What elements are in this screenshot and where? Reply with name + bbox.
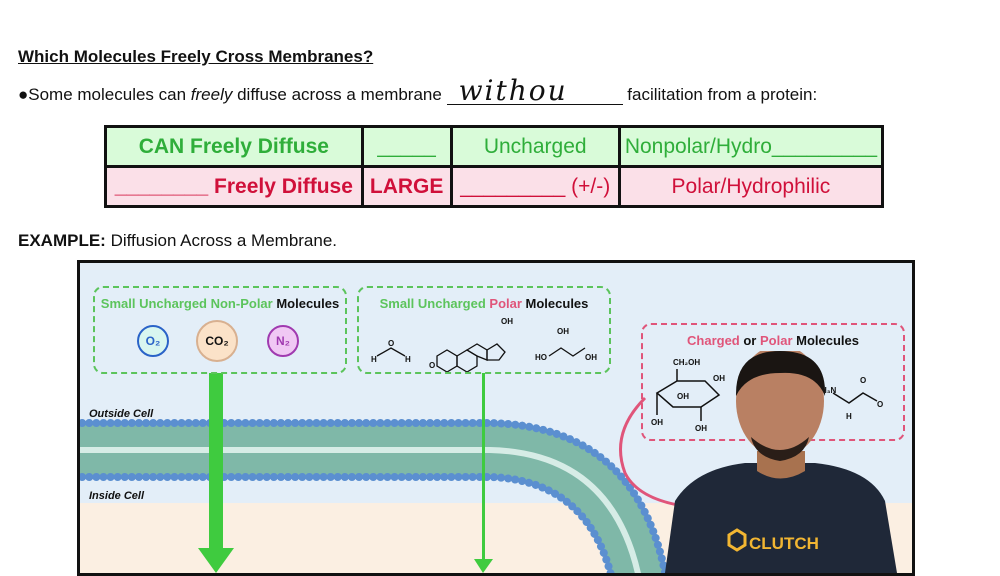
shirt-logo-text: CLUTCH	[749, 534, 819, 553]
oxygen-molecule: O₂	[137, 325, 169, 357]
bullet-suffix: facilitation from a protein:	[622, 85, 818, 104]
svg-text:O: O	[388, 339, 394, 348]
bullet-italic: freely	[190, 85, 233, 104]
lipid-bilayer	[80, 419, 670, 573]
table-cell: Uncharged	[449, 125, 621, 168]
table-cell: LARGE	[360, 165, 453, 208]
svg-text:OH: OH	[651, 418, 663, 427]
handwritten-answer: withou	[458, 74, 568, 107]
svg-text:H: H	[371, 355, 377, 364]
table-row: CAN Freely Diffuse _____ Uncharged Nonpo…	[104, 125, 885, 168]
svg-text:OH: OH	[695, 424, 707, 433]
steroid-structure	[436, 343, 506, 372]
example-text: Diffusion Across a Membrane.	[105, 231, 338, 250]
large-diffusion-arrow	[198, 373, 234, 573]
presenter-beard	[751, 437, 809, 461]
bullet-middle: diffuse across a membrane	[232, 85, 447, 104]
glycerol-structure	[548, 347, 586, 357]
table-cell: _____	[360, 125, 453, 168]
table-cell: _________ (+/-)	[449, 165, 621, 208]
bullet-text: ●Some molecules can freely diffuse acros…	[18, 74, 818, 107]
table-cell: CAN Freely Diffuse	[104, 125, 364, 168]
diffusion-table: CAN Freely Diffuse _____ Uncharged Nonpo…	[104, 125, 885, 208]
example-line: EXAMPLE: Diffusion Across a Membrane.	[18, 231, 337, 251]
svg-text:CH₂OH: CH₂OH	[673, 358, 700, 367]
svg-text:OH: OH	[677, 392, 689, 401]
box-title: Charged or Polar Molecules	[687, 333, 859, 348]
svg-text:OH: OH	[585, 353, 597, 362]
water-structure	[376, 347, 406, 357]
page-title: Which Molecules Freely Cross Membranes?	[18, 47, 374, 66]
presenter-hair	[735, 351, 826, 396]
svg-text:OH: OH	[557, 327, 569, 336]
example-label: EXAMPLE:	[18, 231, 106, 250]
table-cell: Nonpolar/Hydro_________	[617, 125, 885, 168]
fill-blank: withou	[446, 74, 623, 107]
presenter-video: CLUTCH	[665, 351, 897, 573]
presenter-shirt	[665, 463, 897, 573]
svg-text:O: O	[860, 376, 866, 385]
box-title: Small Uncharged Polar Molecules	[379, 296, 589, 311]
blocked-path-line	[619, 396, 701, 510]
svg-text:O: O	[429, 361, 435, 370]
glycine-structure	[832, 392, 878, 404]
svg-text:OH: OH	[501, 317, 513, 326]
svg-text:OH: OH	[713, 374, 725, 383]
svg-text:O: O	[877, 400, 883, 409]
svg-text:H: H	[846, 412, 852, 421]
presenter-head	[736, 351, 824, 457]
table-cell: ________ Freely Diffuse	[104, 165, 364, 208]
svg-text:HO: HO	[535, 353, 547, 362]
svg-text:H₃N: H₃N	[821, 386, 836, 395]
inside-cell-label: Inside Cell	[89, 490, 145, 502]
nonpolar-molecules-box: Small Uncharged Non-Polar Molecules O₂ C…	[93, 286, 347, 374]
bullet-prefix: ●Some molecules can	[18, 85, 191, 104]
carbon-dioxide-molecule: CO₂	[196, 320, 238, 362]
clutch-logo-icon	[727, 528, 747, 552]
diffusion-figure: Outside Cell Inside Cell Small Uncharged…	[77, 260, 915, 576]
box-title: Small Uncharged Non-Polar Molecules	[100, 296, 340, 311]
svg-text:H: H	[405, 355, 411, 364]
table-row: ________ Freely Diffuse LARGE _________ …	[104, 165, 885, 208]
table-cell: Polar/Hydrophilic	[617, 165, 885, 208]
outside-cell-label: Outside Cell	[89, 408, 154, 420]
nitrogen-molecule: N₂	[267, 325, 299, 357]
